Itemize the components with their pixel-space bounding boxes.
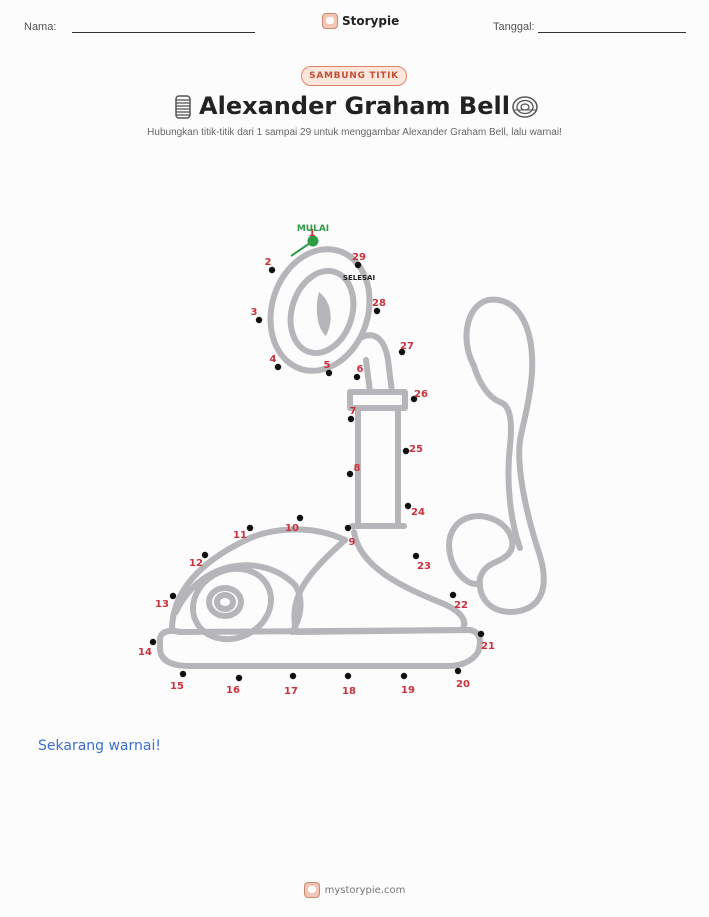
finish-label: SELESAI <box>343 274 375 282</box>
dot-number-14: 14 <box>138 647 152 658</box>
color-prompt: Sekarang warnai! <box>38 738 161 754</box>
dot-21[interactable] <box>477 630 485 638</box>
storypie-logo-icon <box>303 882 320 898</box>
dot-number-2: 2 <box>265 257 272 268</box>
dot-number-13: 13 <box>155 599 169 610</box>
start-label: MULAI <box>297 224 329 234</box>
storypie-logo-icon <box>322 13 338 29</box>
dot-4[interactable] <box>274 363 282 371</box>
dot-number-7: 7 <box>350 406 357 417</box>
dot-8[interactable] <box>346 470 354 478</box>
dot-number-23: 23 <box>417 561 431 572</box>
dot-number-20: 20 <box>456 679 470 690</box>
instructions: Hubungkan titik-titik dari 1 sampai 29 u… <box>147 127 562 138</box>
wire-spool-icon <box>512 96 538 118</box>
dot-10[interactable] <box>296 514 304 522</box>
dot-number-16: 16 <box>226 685 240 696</box>
dot-7[interactable] <box>347 415 355 423</box>
dot-17[interactable] <box>289 672 297 680</box>
dot-number-6: 6 <box>357 364 364 375</box>
dots-layer <box>149 235 485 682</box>
dot-24[interactable] <box>404 502 412 510</box>
name-line[interactable] <box>72 32 255 33</box>
dot-number-12: 12 <box>189 558 203 569</box>
dot-number-4: 4 <box>270 354 277 365</box>
dot-16[interactable] <box>235 674 243 682</box>
dot-number-25: 25 <box>409 444 423 455</box>
dot-13[interactable] <box>169 592 177 600</box>
dot-number-18: 18 <box>342 686 356 697</box>
dot-9[interactable] <box>344 524 352 532</box>
dot-29[interactable] <box>354 261 362 269</box>
dot-28[interactable] <box>373 307 381 315</box>
dot-3[interactable] <box>255 316 263 324</box>
dot-5[interactable] <box>325 369 333 377</box>
dot-number-15: 15 <box>170 681 184 692</box>
dot-number-19: 19 <box>401 685 415 696</box>
name-label: Nama: <box>24 21 57 33</box>
date-line[interactable] <box>538 32 686 33</box>
page-title: Alexander Graham Bell <box>199 92 510 120</box>
dot-number-28: 28 <box>372 298 386 309</box>
dot-2[interactable] <box>268 266 276 274</box>
dot-18[interactable] <box>344 672 352 680</box>
dot-22[interactable] <box>449 591 457 599</box>
dot-12[interactable] <box>201 551 209 559</box>
dot-number-26: 26 <box>414 389 428 400</box>
dot-number-5: 5 <box>324 360 331 371</box>
dot-number-22: 22 <box>454 600 468 611</box>
footer: mystorypie.com <box>0 882 709 898</box>
phone-coil-icon <box>175 95 191 119</box>
activity-badge: SAMBUNG TITIK <box>301 66 407 86</box>
dot-11[interactable] <box>246 524 254 532</box>
dot-14[interactable] <box>149 638 157 646</box>
dot-25[interactable] <box>402 447 410 455</box>
telephone-drawing <box>157 246 547 669</box>
start-dot[interactable] <box>307 235 319 247</box>
dot-number-3: 3 <box>251 307 258 318</box>
dot-19[interactable] <box>400 672 408 680</box>
brand-name: Storypie <box>342 14 400 28</box>
dot-number-29: 29 <box>352 252 366 263</box>
dot-27[interactable] <box>398 348 406 356</box>
dot-number-11: 11 <box>233 530 247 541</box>
date-label: Tanggal: <box>493 21 535 33</box>
footer-site[interactable]: mystorypie.com <box>324 884 406 896</box>
dot-number-27: 27 <box>400 341 414 352</box>
dot-20[interactable] <box>454 667 462 675</box>
dot-23[interactable] <box>412 552 420 560</box>
dot-number-8: 8 <box>354 463 361 474</box>
dot-number-10: 10 <box>285 523 299 534</box>
brand-logo: Storypie <box>322 13 399 29</box>
dot-26[interactable] <box>410 395 418 403</box>
dot-number-9: 9 <box>349 537 356 548</box>
dot-number-1: 1 <box>309 228 316 239</box>
dot-number-21: 21 <box>481 641 495 652</box>
dot-6[interactable] <box>353 373 361 381</box>
dot-15[interactable] <box>179 670 187 678</box>
dot-number-24: 24 <box>411 507 425 518</box>
dot-number-17: 17 <box>284 686 298 697</box>
